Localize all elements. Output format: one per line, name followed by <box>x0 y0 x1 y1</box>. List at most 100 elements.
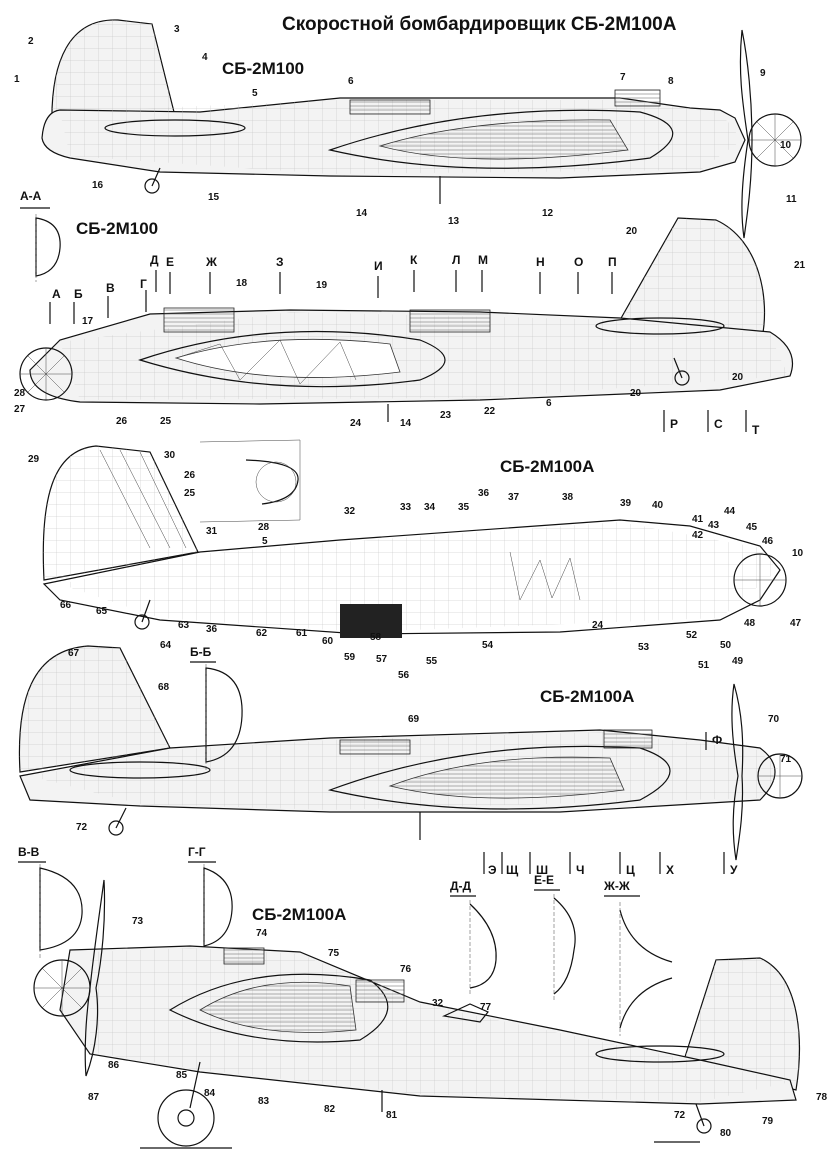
callout: 44 <box>724 506 736 517</box>
view-3-structure: СБ-2М100А <box>42 439 787 638</box>
callout: 46 <box>762 536 774 547</box>
view-5-side-profile: СБ-2М100А <box>33 879 800 1149</box>
callout: 15 <box>208 192 220 203</box>
callout: 36 <box>206 624 218 635</box>
view-4-stations: Ф Э Щ Ш Ч Ц Х У <box>488 733 738 877</box>
callout: 59 <box>344 652 356 663</box>
callout: 41 <box>692 514 704 525</box>
callout: 40 <box>652 500 664 511</box>
callout: 50 <box>720 640 732 651</box>
view-2-label: СБ-2М100 <box>76 219 158 238</box>
callout: 13 <box>448 216 460 227</box>
view-4-callouts: 67 68 69 70 71 72 <box>68 648 792 833</box>
callout: 27 <box>14 404 26 415</box>
station-label: Г <box>140 277 147 291</box>
view-2-side-profile: СБ-2М100 <box>19 217 794 432</box>
station-label: М <box>478 253 488 267</box>
section-label: В-В <box>18 845 40 859</box>
view-4-side-profile: СБ-2М100А <box>18 645 803 874</box>
callout: 76 <box>400 964 412 975</box>
callout: 9 <box>760 68 766 79</box>
callout: 16 <box>92 180 104 191</box>
callout: 38 <box>562 492 574 503</box>
section-v-v: В-В <box>18 845 83 958</box>
callout: 71 <box>780 754 792 765</box>
callout: 20 <box>626 226 638 237</box>
callout: 70 <box>768 714 780 725</box>
callout: 65 <box>96 606 108 617</box>
station-label: Ч <box>576 863 584 877</box>
view-1-side-profile: СБ-2М100 <box>41 19 802 239</box>
callout: 2 <box>28 36 34 47</box>
callout: 31 <box>206 526 218 537</box>
callout: 77 <box>480 1002 492 1013</box>
callout: 47 <box>790 618 802 629</box>
callout: 24 <box>350 418 362 429</box>
station-label: Е <box>166 255 174 269</box>
callout: 74 <box>256 928 268 939</box>
view-2-callouts: 17 18 19 20 20 20 21 22 23 24 25 26 27 2… <box>14 226 806 429</box>
callout: 14 <box>356 208 368 219</box>
station-label: В <box>106 281 115 295</box>
callout: 11 <box>786 194 797 205</box>
section-label: Б-Б <box>190 645 212 659</box>
callout: 84 <box>204 1088 216 1099</box>
callout: 28 <box>14 388 26 399</box>
callout: 80 <box>720 1128 732 1139</box>
station-label: Т <box>752 423 760 437</box>
callout: 51 <box>698 660 710 671</box>
callout: 8 <box>668 76 674 87</box>
station-label: Ц <box>626 863 635 877</box>
callout: 25 <box>184 488 196 499</box>
view-1-callouts: 1 2 3 4 5 6 7 8 9 10 11 12 13 14 15 16 <box>14 24 797 227</box>
callout: 17 <box>82 316 94 327</box>
callout: 10 <box>792 548 804 559</box>
callout: 72 <box>674 1110 686 1121</box>
station-label: Л <box>452 253 460 267</box>
callout: 60 <box>322 636 334 647</box>
callout: 30 <box>164 450 176 461</box>
callout: 55 <box>426 656 438 667</box>
view-3-callouts: 29 30 31 5 32 33 34 35 36 36 37 38 39 40… <box>28 450 804 681</box>
section-label: Е-Е <box>534 873 554 887</box>
callout: 26 <box>116 416 128 427</box>
view-4-label: СБ-2М100А <box>540 687 634 706</box>
callout: 86 <box>108 1060 120 1071</box>
callout: 43 <box>708 520 720 531</box>
station-label: Н <box>536 255 545 269</box>
callout: 61 <box>296 628 308 639</box>
callout: 64 <box>160 640 172 651</box>
station-label: А <box>52 287 61 301</box>
station-label: Щ <box>506 863 519 877</box>
section-a-a: А-А <box>20 189 61 282</box>
callout: 5 <box>252 88 258 99</box>
callout: 25 <box>160 416 172 427</box>
callout: 34 <box>424 502 436 513</box>
callout: 6 <box>546 398 552 409</box>
callout: 56 <box>398 670 410 681</box>
section-zh-zh: Ж-Ж <box>603 879 673 1036</box>
callout: 48 <box>744 618 756 629</box>
callout: 3 <box>174 24 180 35</box>
station-label: О <box>574 255 583 269</box>
station-label: К <box>410 253 418 267</box>
callout: 29 <box>28 454 40 465</box>
callout: 66 <box>60 600 72 611</box>
station-label: Э <box>488 863 497 877</box>
section-label: Д-Д <box>450 879 472 893</box>
callout: 73 <box>132 916 144 927</box>
sheet-title: Скоростной бомбардировщик СБ-2М100А <box>282 14 677 35</box>
callout: 57 <box>376 654 388 665</box>
station-label: Б <box>74 287 83 301</box>
station-label: Р <box>670 417 678 431</box>
callout: 6 <box>348 76 354 87</box>
callout: 7 <box>620 72 626 83</box>
callout: 63 <box>178 620 190 631</box>
callout: 12 <box>542 208 554 219</box>
view-5-callouts: 73 74 75 76 32 77 78 79 80 72 81 82 83 8… <box>88 916 828 1139</box>
callout: 79 <box>762 1116 774 1127</box>
callout: 68 <box>158 682 170 693</box>
callout: 14 <box>400 418 412 429</box>
callout: 20 <box>630 388 642 399</box>
